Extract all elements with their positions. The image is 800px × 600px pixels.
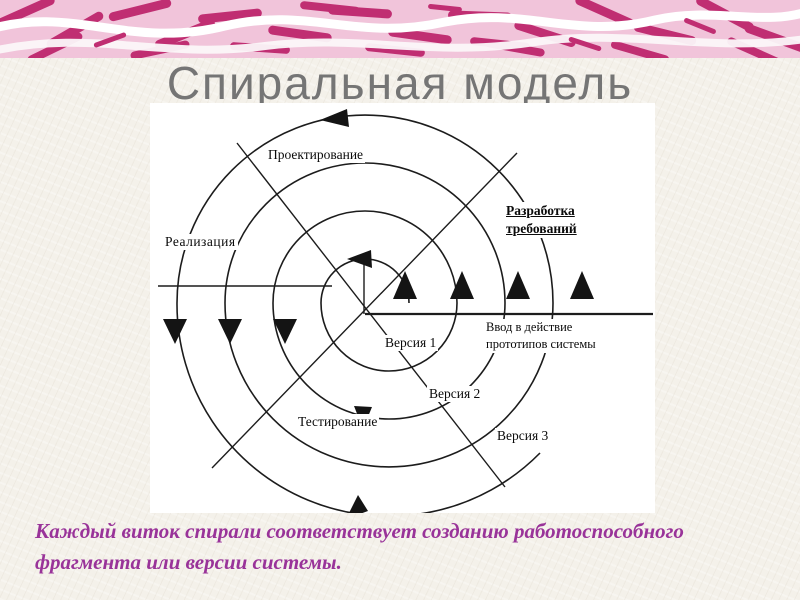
milestone-arrows-down [163, 319, 297, 344]
caption-line-1: Каждый виток спирали соответствует созда… [35, 519, 684, 543]
down-arrow-1 [163, 319, 187, 344]
spiral-diagram: Проектирование Разработка требований Реа… [150, 103, 655, 513]
spiral-diagram-art [158, 109, 653, 513]
milestone-arrows-up [393, 271, 594, 299]
caption-line-2: фрагмента или версии системы. [35, 550, 342, 574]
diagram-axes [158, 142, 653, 488]
banner-white-ribbon-1 [0, 9, 800, 38]
down-arrow-2 [218, 319, 242, 344]
caption: Каждый виток спирали соответствует созда… [35, 516, 775, 578]
up-arrow-4 [570, 271, 594, 299]
up-arrow-1 [393, 271, 417, 299]
banner-white-ribbon-2 [0, 33, 800, 54]
label-requirements: Разработка требований [504, 202, 596, 238]
label-testing: Тестирование [296, 414, 380, 430]
banner-brush-strokes-front [93, 3, 716, 51]
up-arrow-2 [450, 271, 474, 299]
spiral-path [176, 114, 554, 513]
label-version-2: Версия 2 [427, 386, 483, 402]
label-design: Проектирование [266, 147, 366, 163]
arrowhead-outer-top [320, 109, 349, 127]
decorative-banner [0, 0, 800, 58]
slide-title: Спиральная модель [166, 57, 634, 109]
label-version-3: Версия 3 [495, 428, 551, 444]
up-arrow-3 [506, 271, 530, 299]
label-deployment: Ввод в действие прототипов системы [484, 319, 620, 353]
arrowhead-inner-top [347, 250, 372, 268]
label-version-1: Версия 1 [383, 335, 439, 351]
down-arrow-3 [273, 319, 297, 344]
arrowhead-outer-bottom [349, 495, 368, 513]
label-implementation: Реализация [163, 234, 238, 250]
